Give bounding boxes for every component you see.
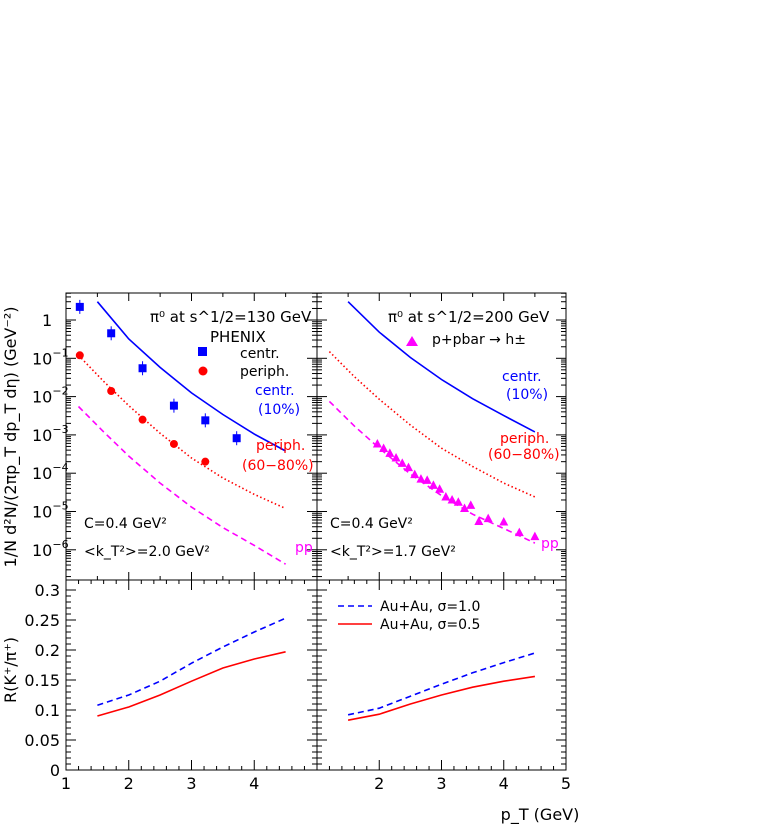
- y-tick-label: 10−3: [32, 423, 69, 445]
- x-axis-title: p_T (GeV): [501, 805, 580, 825]
- curve-label: pp: [295, 540, 313, 556]
- curve-label: (60−80%): [242, 458, 314, 474]
- series-line: [347, 301, 536, 433]
- series-line: [77, 405, 287, 565]
- data-point: [499, 517, 509, 526]
- curve-label: (10%): [258, 402, 300, 418]
- x-tick-label: 4: [499, 774, 509, 793]
- data-point: [201, 457, 210, 466]
- data-point: [169, 439, 178, 448]
- data-layer: [75, 299, 540, 721]
- data-point: [385, 448, 395, 457]
- y-tick-label: 10−5: [32, 500, 69, 522]
- data-point: [441, 491, 451, 501]
- data-point: [404, 462, 414, 472]
- series-line: [347, 652, 536, 716]
- y-axis-title: 1/N d²N/(2πp_T dp_T dη) (GeV⁻²): [1, 307, 21, 568]
- y-tick-label: 0.25: [24, 611, 60, 630]
- param-label: C=0.4 GeV²: [84, 516, 167, 532]
- curve-label: periph.: [500, 431, 549, 447]
- data-point: [447, 494, 457, 504]
- text-layer: 1 10−1 10−2 10−3 10−4 10−5 10−6 0 0.05 0.1 0.15 0.2…: [1, 307, 579, 825]
- x-tick-label: 5: [561, 774, 571, 793]
- y-tick-label: 10−6: [32, 538, 69, 560]
- panel-frame: [65, 579, 318, 771]
- x-tick-label: 2: [374, 774, 384, 793]
- param-label: <k_T²>=1.7 GeV²: [330, 544, 456, 560]
- legend-square-marker: [198, 347, 207, 356]
- y-tick-label: 0.3: [35, 581, 60, 600]
- legend-label: Au+Au, σ=1.0: [380, 599, 480, 615]
- data-point: [138, 415, 147, 424]
- data-point: [138, 364, 147, 373]
- y-tick-label: 0.15: [24, 671, 60, 690]
- panel-title: π⁰ at s^1/2=130 GeV: [150, 308, 312, 326]
- y-tick-label: 10−1: [32, 346, 69, 368]
- experiment-label: PHENIX: [210, 328, 266, 346]
- data-point: [416, 474, 426, 483]
- data-point: [474, 516, 484, 525]
- panel-title: π⁰ at s^1/2=200 GeV: [388, 308, 550, 326]
- y-tick-label: 0: [50, 761, 60, 780]
- curve-label: pp: [541, 536, 559, 552]
- x-tick-label: 4: [249, 774, 259, 793]
- legend-label: p+pbar → h±: [432, 332, 526, 348]
- legend-label: Au+Au, σ=0.5: [380, 617, 480, 633]
- data-point: [75, 302, 84, 311]
- data-point: [435, 484, 445, 493]
- data-point: [232, 434, 241, 443]
- series-line: [97, 651, 286, 717]
- x-tick-label: 2: [124, 774, 134, 793]
- y-tick-label: 0.2: [35, 641, 60, 660]
- series-line: [96, 301, 286, 452]
- curve-label: (10%): [506, 387, 548, 403]
- legend-triangle-marker: [406, 336, 418, 346]
- y-axis-title: R(K⁺/π⁺): [1, 637, 20, 703]
- y-tick-label: 0.05: [24, 731, 60, 750]
- curve-label: (60−80%): [488, 447, 560, 463]
- curve-label: periph.: [256, 438, 305, 454]
- curve-label: centr.: [255, 383, 295, 399]
- series-line: [77, 354, 286, 510]
- legend-circle-marker: [198, 366, 208, 376]
- legend-label: periph.: [240, 364, 289, 380]
- data-point: [391, 452, 401, 462]
- y-tick-label: 0.1: [35, 701, 60, 720]
- series-line: [97, 617, 286, 706]
- data-point: [107, 387, 116, 396]
- data-point: [530, 531, 540, 541]
- data-point: [428, 480, 438, 489]
- param-label: C=0.4 GeV²: [330, 516, 413, 532]
- y-tick-label: 10−2: [32, 385, 69, 407]
- legend-label: centr.: [240, 346, 280, 362]
- curve-label: centr.: [502, 369, 542, 385]
- x-tick-label: 3: [436, 774, 446, 793]
- series-line: [328, 400, 536, 544]
- y-tick-label: 10−4: [32, 461, 69, 483]
- x-tick-label: 1: [61, 774, 71, 793]
- panel-frames: [65, 292, 567, 771]
- series-line: [347, 675, 536, 721]
- param-label: <k_T²>=2.0 GeV²: [84, 544, 210, 560]
- data-point: [201, 416, 210, 425]
- data-point: [466, 500, 476, 509]
- x-tick-label: 3: [186, 774, 196, 793]
- data-point: [107, 329, 116, 338]
- data-point: [483, 513, 493, 523]
- data-point: [169, 401, 178, 410]
- y-tick-label: 1: [42, 311, 52, 330]
- data-point: [75, 351, 84, 360]
- series-line: [328, 351, 536, 498]
- panel-frame: [65, 292, 318, 581]
- data-point: [422, 475, 432, 484]
